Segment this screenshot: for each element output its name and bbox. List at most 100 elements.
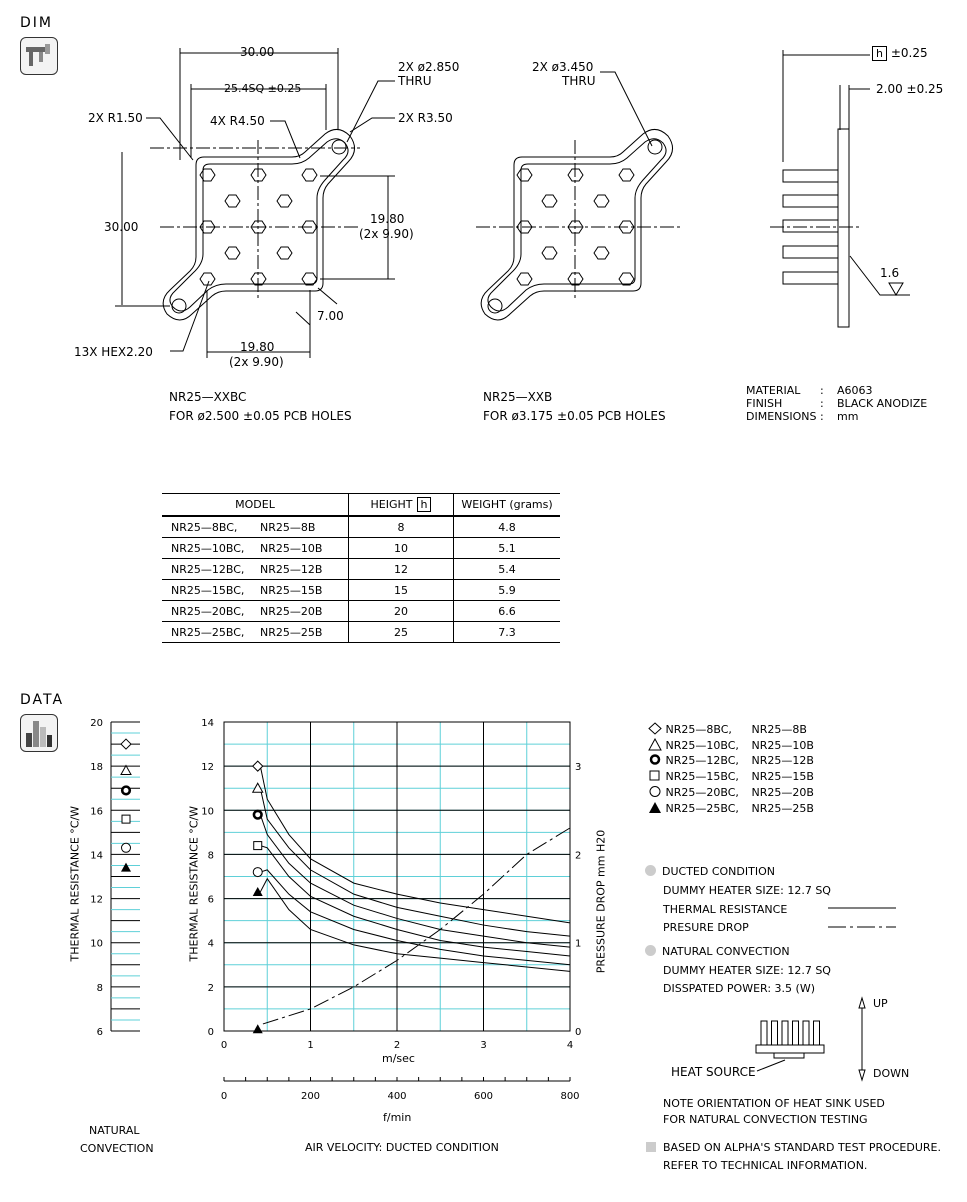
series-marker	[252, 886, 263, 896]
y-tick-label: 8	[208, 850, 214, 861]
dim-1980-right-sub: (2x 9.90)	[359, 227, 414, 241]
pressure-marker	[252, 1024, 263, 1034]
square-icon	[649, 770, 660, 781]
nat-tick-label: 6	[97, 1027, 103, 1038]
legend-item: NR25—25BC,NR25—25B	[648, 801, 814, 817]
r350-label: 2X R3.50	[398, 111, 453, 125]
series-marker	[252, 809, 263, 820]
x2-tick-label: 400	[387, 1091, 406, 1102]
nat-tick-label: 10	[90, 939, 103, 950]
series-line	[260, 869, 571, 966]
dimension-drawing	[115, 48, 910, 358]
legend-item: NR25—15BC,NR25—15B	[648, 769, 814, 785]
x-tick-label: 0	[221, 1040, 227, 1051]
nat-tick-label: 20	[90, 718, 103, 729]
grey-square-icon	[646, 1142, 656, 1152]
note-based-1: BASED ON ALPHA'S STANDARD TEST PROCEDURE…	[646, 1141, 941, 1154]
bar-chart-icon	[20, 714, 58, 752]
note-orient-2: FOR NATURAL CONVECTION TESTING	[663, 1113, 868, 1126]
nat-tick-label: 12	[90, 895, 103, 906]
fin	[760, 1020, 768, 1046]
x2-tick-label: 800	[560, 1091, 579, 1102]
mid-for: FOR ø3.175 ±0.05 PCB HOLES	[483, 409, 666, 423]
note-natural-heater: DUMMY HEATER SIZE: 12.7 SQ	[663, 964, 831, 977]
note-up: UP	[873, 997, 888, 1010]
left-for: FOR ø2.500 ±0.05 PCB HOLES	[169, 409, 352, 423]
dim-30-top: 30.00	[240, 45, 275, 59]
dim-30-left: 30.00	[104, 220, 139, 234]
nat-marker	[120, 785, 132, 796]
legend-item: NR25—12BC,NR25—12B	[648, 753, 814, 769]
triangle-filled-icon	[649, 801, 661, 813]
fin	[781, 1020, 789, 1046]
fin	[771, 1020, 778, 1046]
nat-tick-label: 14	[90, 850, 103, 861]
nat-marker	[121, 842, 131, 853]
hole-b-thru: THRU	[562, 74, 596, 88]
header-model: MODEL	[162, 493, 349, 517]
fin	[792, 1020, 799, 1046]
legend-item: NR25—10BC,NR25—10B	[648, 737, 814, 754]
note-based-2: REFER TO TECHNICAL INFORMATION.	[663, 1159, 868, 1172]
h-box: h	[872, 46, 887, 61]
nat-tick-label: 8	[97, 983, 103, 994]
y-tick-label: 0	[208, 1027, 214, 1038]
caliper-icon	[20, 37, 58, 75]
x2-tick-label: 0	[221, 1091, 227, 1102]
chart-ylabel: THERMAL RESISTANCE °C/W	[187, 805, 201, 962]
y-tick-label: 14	[201, 718, 214, 729]
note-orient-1: NOTE ORIENTATION OF HEAT SINK USED	[663, 1097, 885, 1110]
pressure-line	[262, 827, 571, 1025]
series-line	[259, 877, 571, 972]
chart-xlabel: m/sec	[382, 1052, 415, 1065]
note-thermal: THERMAL RESISTANCE	[663, 903, 788, 916]
ring-bold-icon	[649, 754, 661, 766]
nat-tick-label: 16	[90, 806, 103, 817]
nat-tick-label: 18	[90, 762, 103, 773]
fin	[813, 1020, 820, 1046]
mid-model: NR25—XXB	[483, 390, 553, 404]
y-tick-label: 10	[201, 806, 214, 817]
dim-1980-bottom: 19.80	[240, 340, 275, 354]
note-ducted-heater: DUMMY HEATER SIZE: 12.7 SQ	[663, 884, 831, 897]
grey-dot-icon	[645, 945, 656, 956]
hole-a-thru: THRU	[398, 74, 432, 88]
thickness-label: 2.00 ±0.25	[876, 82, 944, 96]
nat-marker	[120, 738, 132, 750]
chart-caption: AIR VELOCITY: DUCTED CONDITION	[305, 1141, 499, 1154]
x-tick-label: 2	[394, 1040, 400, 1051]
y-tick-label: 4	[208, 939, 214, 950]
heat-sink-base	[755, 1044, 825, 1054]
hole-b-label: 2X ø3.450	[532, 60, 594, 74]
note-natural: NATURAL CONVECTION	[645, 945, 790, 958]
nat-caption-2: CONVECTION	[80, 1142, 154, 1155]
y-tick-label: 12	[201, 762, 214, 773]
note-heat-source: HEAT SOURCE	[671, 1065, 756, 1079]
hole-a-label: 2X ø2.850	[398, 60, 460, 74]
heat-source-leader	[756, 1059, 786, 1072]
data-section-title: DATA	[20, 692, 65, 708]
nat-marker	[121, 862, 131, 872]
down-arrow-icon	[858, 1069, 866, 1082]
note-down: DOWN	[873, 1067, 910, 1080]
triangle-open-icon	[648, 737, 662, 751]
y-tick-label: 6	[208, 895, 214, 906]
series-line	[259, 788, 571, 937]
dim-section-title: DIM	[20, 15, 53, 31]
x-tick-label: 4	[567, 1040, 573, 1051]
up-arrow-icon	[858, 996, 866, 1009]
y-tick-label: 2	[208, 983, 214, 994]
y2-tick-label: 0	[575, 1027, 581, 1038]
hex-label: 13X HEX2.20	[74, 345, 153, 359]
heat-source-block	[773, 1052, 805, 1059]
dim-700: 7.00	[317, 309, 344, 323]
legend-item: NR25—20BC,NR25—20B	[648, 785, 814, 801]
y2-tick-label: 2	[575, 850, 581, 861]
